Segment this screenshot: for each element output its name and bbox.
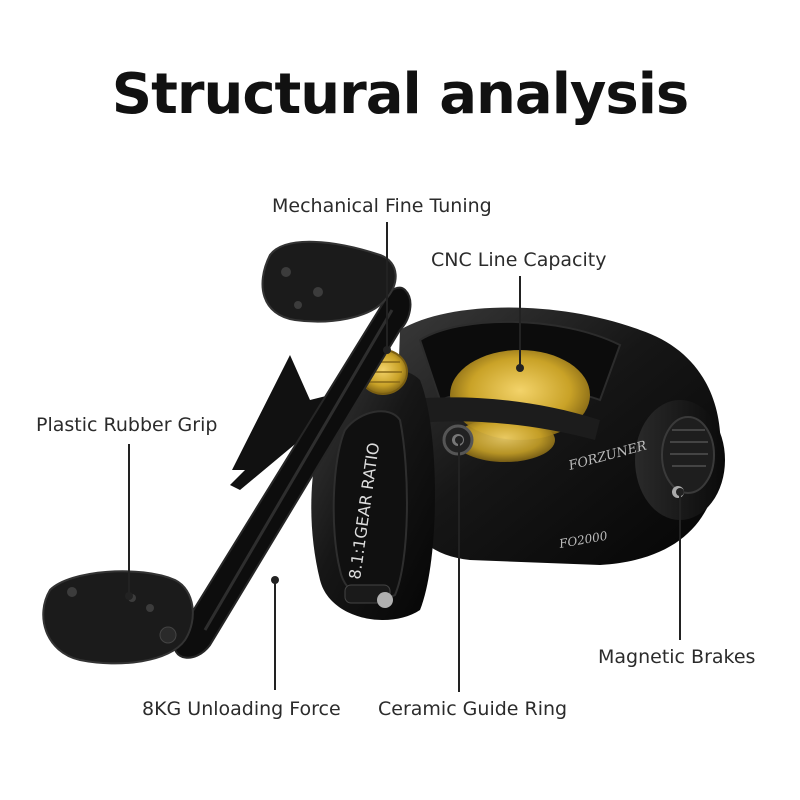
leader-ceramic-guide-ring: [455, 436, 463, 692]
leader-plastic-rubber-grip: [125, 444, 133, 600]
leader-mechanical-fine-tuning: [383, 222, 391, 354]
label-mechanical-fine-tuning: Mechanical Fine Tuning: [272, 195, 492, 217]
leader-unloading-force: [271, 576, 279, 690]
top-handle-knob: [261, 240, 397, 323]
label-cnc-line-capacity: CNC Line Capacity: [431, 249, 607, 271]
leader-magnetic-brakes: [676, 488, 684, 640]
star-drag: [230, 355, 330, 490]
label-unloading-force: 8KG Unloading Force: [142, 698, 341, 720]
label-magnetic-brakes: Magnetic Brakes: [598, 646, 756, 668]
page-title: Structural analysis: [111, 62, 690, 127]
bottom-handle-knob: [42, 570, 194, 665]
label-ceramic-guide-ring: Ceramic Guide Ring: [378, 698, 568, 720]
leader-cnc-line-capacity: [516, 276, 524, 372]
label-plastic-rubber-grip: Plastic Rubber Grip: [36, 414, 218, 436]
